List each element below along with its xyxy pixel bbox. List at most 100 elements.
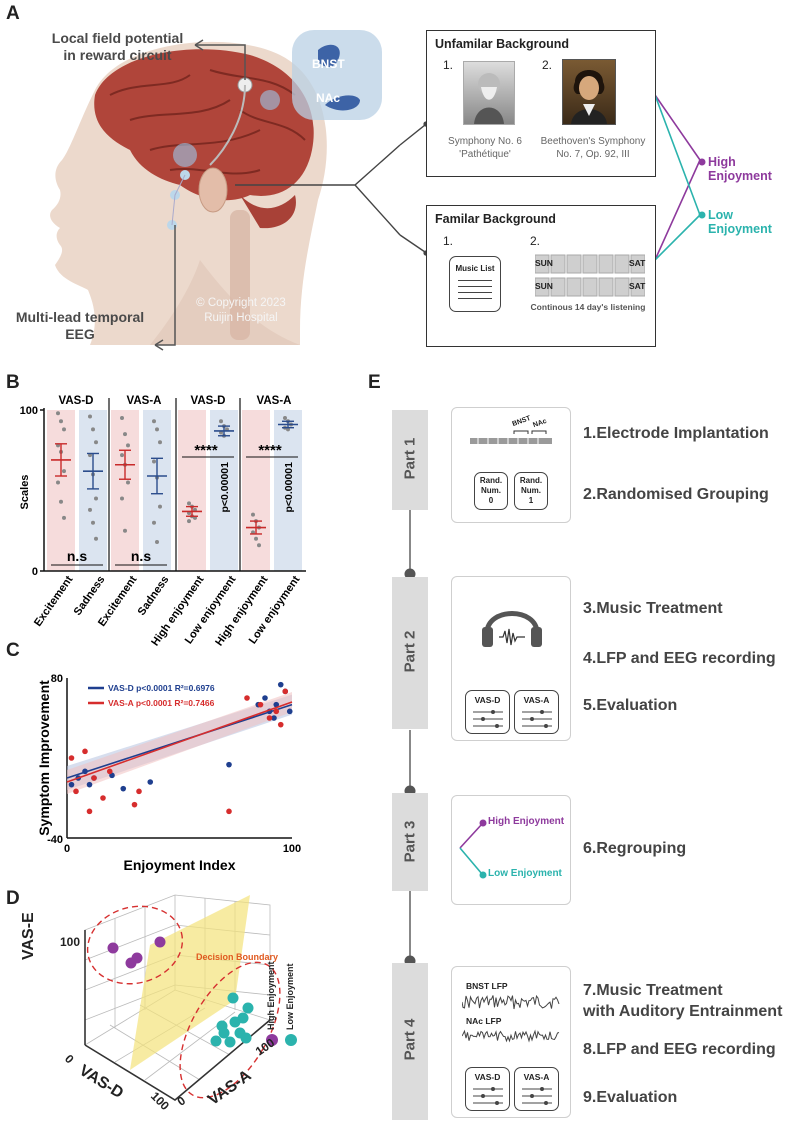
part2-card: VAS-D VAS-A [451, 576, 571, 741]
b-group-label-1: VAS-A [127, 395, 162, 407]
part4-card: BNST LFP NAc LFP VAS-D VAS-A [451, 966, 571, 1118]
panel-e-label: E [368, 372, 381, 393]
part3-label: Part 3 [401, 820, 419, 863]
part1-label: Part 1 [401, 437, 419, 480]
b-pval-1: p<0.00001 [283, 462, 295, 513]
part1-card: BNST NAc Rand. Num. 0 Rand. Num. 1 [451, 407, 571, 523]
c-ytick-top: 80 [51, 673, 63, 685]
lfp-label-line2: in reward circuit [63, 47, 172, 63]
b-ytick-100: 100 [20, 405, 38, 417]
vasa-card-label: VAS-A [523, 695, 550, 705]
c-point-0-3 [86, 781, 93, 788]
b-point-4-0 [187, 501, 191, 506]
vasd-card-2-label: VAS-D [474, 1072, 501, 1082]
vasd-card: VAS-D [465, 690, 510, 734]
b-point-0-8 [62, 515, 66, 520]
c-xtick-right: 100 [283, 843, 301, 855]
step-7b: with Auditory Entrainment [583, 1003, 783, 1020]
c-point-0-16 [286, 708, 293, 715]
b-group-label-3: VAS-A [257, 395, 292, 407]
step-7: 7.Music Treatment [583, 982, 723, 999]
cal-sun-2: SUN [535, 281, 553, 291]
b-point-3-3 [152, 459, 156, 464]
legend-low-text: Low Enjoyment [285, 963, 295, 1030]
low-enjoyment-label: Low Enjoyment [708, 208, 772, 236]
c-point-0-10 [262, 695, 268, 701]
panel-c-label: C [6, 640, 20, 661]
c-point-1-2 [82, 748, 88, 755]
low-points [210, 992, 254, 1048]
b-point-2-1 [123, 432, 127, 437]
copyright: © Copyright 2023 Ruijin Hospital [186, 296, 296, 326]
part3-bar: Part 3 [392, 793, 428, 891]
c-fit-line-1 [66, 701, 293, 783]
decision-boundary-plane [130, 895, 250, 1070]
familiar-num2: 2. [530, 234, 541, 248]
unfamiliar-title: Unfamilar Background [435, 37, 570, 51]
c-point-0-12 [271, 715, 277, 721]
b-point-0-0 [56, 411, 60, 416]
vasd-card-2: VAS-D [465, 1067, 510, 1111]
legend-high-marker [266, 1034, 278, 1046]
lfp-label-line1: Local field potential [51, 30, 184, 46]
brain [94, 49, 314, 201]
vasa-card: VAS-A [514, 690, 559, 734]
c-point-0-7 [147, 779, 154, 785]
c-point-0-0 [68, 781, 75, 788]
decision-boundary-label: Decision Boundary [196, 952, 279, 962]
part4-bar: Part 4 [392, 963, 428, 1120]
b-point-2-0 [120, 416, 124, 421]
b-point-0-6 [56, 480, 60, 485]
d-zlabel: VAS-E [20, 912, 37, 960]
b-ns-text-0: n.s [67, 548, 87, 564]
c-point-1-0 [68, 755, 75, 761]
legend-high-text: High Enjoyment [266, 961, 276, 1030]
neck [150, 260, 300, 345]
rand1-line1: Rand. [519, 476, 543, 485]
rand1-line3: 1 [528, 496, 534, 505]
piece1-line1: Symphony No. 6 [448, 136, 522, 147]
c-point-1-15 [282, 688, 289, 695]
b-point-2-2 [126, 443, 130, 448]
c-point-1-3 [86, 808, 93, 815]
b-point-6-0 [251, 512, 255, 517]
b-point-2-6 [120, 496, 124, 501]
music-list-card: Music List [449, 256, 501, 312]
b-category-3: Sadness [136, 574, 172, 618]
b-ytick-0: 0 [32, 566, 38, 578]
b-point-3-0 [152, 419, 156, 424]
nac-lfp-trace [462, 1029, 560, 1043]
b-sig-stars-0: **** [194, 442, 218, 459]
c-legend-d: VAS-D p<0.0001 R²=0.6976 [108, 683, 215, 693]
rand-card-0: Rand. Num. 0 [474, 472, 508, 510]
step-6: 6.Regrouping [583, 840, 687, 857]
b-ns-text-1: n.s [131, 548, 151, 564]
b-point-1-6 [88, 507, 92, 512]
b-point-7-0 [283, 416, 287, 421]
panel-d-chart [84, 894, 297, 1101]
legend-low-marker [285, 1034, 297, 1046]
eeg-label: Multi-lead temporal EEG [10, 309, 150, 343]
vasd-sliders-icon [473, 710, 503, 728]
familiar-num1: 1. [443, 234, 454, 248]
vasa-card-2-label: VAS-A [523, 1072, 550, 1082]
panel-d-label: D [6, 888, 20, 909]
b-point-1-8 [94, 536, 98, 541]
b-column-bg-1 [79, 410, 107, 571]
bnst-lfp-trace [462, 994, 560, 1010]
c-band-1 [67, 692, 292, 794]
panel-a-label: A [6, 3, 20, 24]
b-point-4-6 [187, 519, 191, 524]
b-point-2-7 [123, 528, 127, 533]
copyright-line1: © Copyright 2023 [196, 297, 286, 309]
c-point-0-14 [277, 681, 284, 688]
music-list-label: Music List [455, 264, 495, 273]
part3-low-label: Low Enjoyment [488, 868, 562, 879]
copyright-line2: Ruijin Hospital [204, 312, 278, 324]
b-point-5-0 [219, 419, 223, 424]
b-group-label-2: VAS-D [191, 395, 226, 407]
lfp-label: Local field potential in reward circuit [30, 30, 205, 64]
b-point-0-2 [62, 427, 66, 432]
b-point-0-5 [62, 469, 66, 474]
c-point-1-13 [273, 708, 280, 715]
